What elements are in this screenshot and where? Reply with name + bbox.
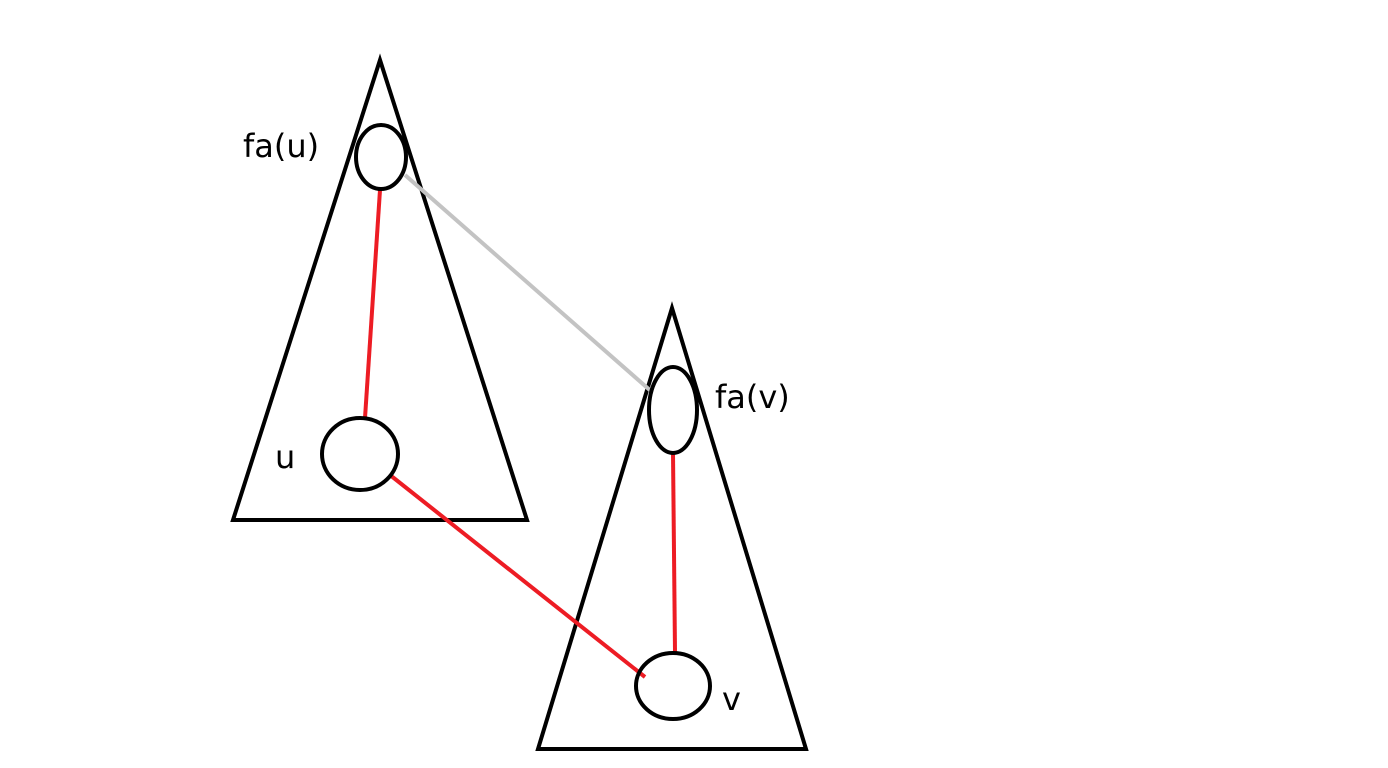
subtree-u-triangle — [230, 53, 530, 522]
node-u — [320, 416, 400, 492]
label-u: u — [275, 438, 295, 476]
label-fa-u: fa(u) — [243, 127, 319, 165]
node-v — [634, 651, 712, 721]
node-fa-v — [647, 365, 699, 455]
node-fa-u — [354, 123, 408, 191]
subtree-v-triangle — [535, 301, 809, 751]
label-fa-v: fa(v) — [715, 378, 790, 416]
label-v: v — [722, 680, 741, 718]
edge-fa-u-to-u — [363, 189, 382, 419]
edge-fa-v-to-v — [671, 452, 677, 653]
edge-fa-u-to-fa-v — [403, 173, 654, 394]
edge-u-to-v — [388, 473, 647, 679]
